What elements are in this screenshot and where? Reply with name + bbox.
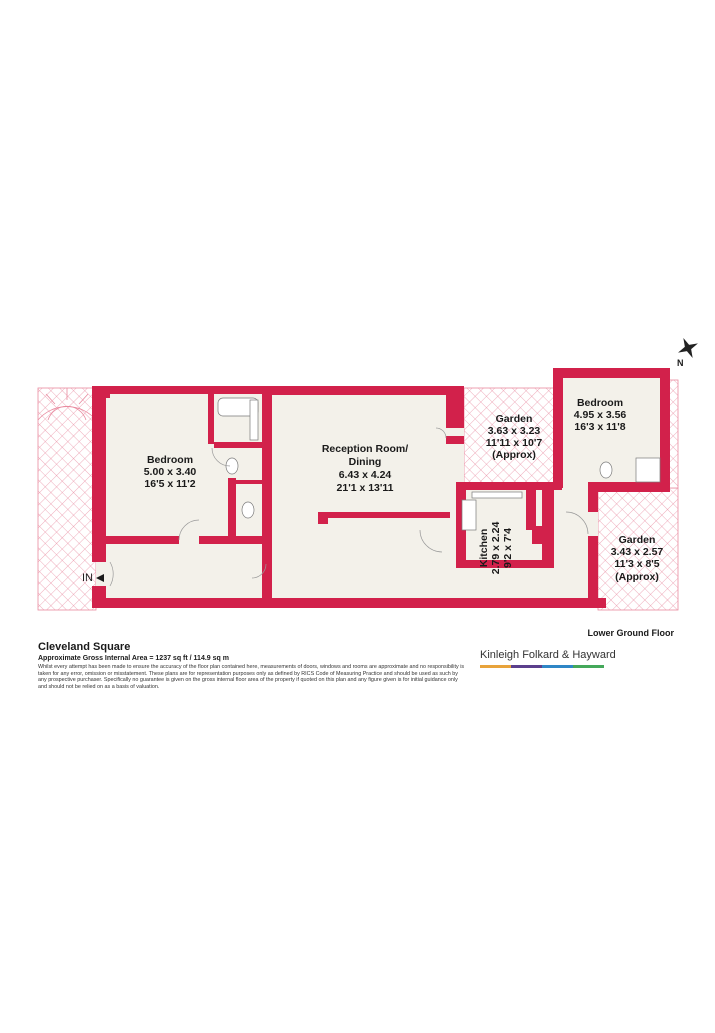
- svg-text:Bedroom: Bedroom: [577, 397, 623, 409]
- brand-bar-segment: [480, 665, 511, 668]
- room-kitchen: Kitchen 2.79 x 2.24 9'2 x 7'4: [478, 522, 514, 575]
- hob-icon: [461, 499, 477, 531]
- svg-text:Bedroom: Bedroom: [147, 454, 193, 466]
- svg-text:Garden: Garden: [619, 534, 656, 546]
- svg-text:9'2 x 7'4: 9'2 x 7'4: [502, 528, 514, 568]
- svg-text:Garden: Garden: [496, 413, 533, 425]
- property-title: Cleveland Square: [38, 641, 131, 653]
- brand-bar-segment: [573, 665, 604, 668]
- entrance-arrow-icon: [96, 574, 104, 582]
- svg-text:2.79 x 2.24: 2.79 x 2.24: [490, 522, 502, 575]
- fixtures: [217, 397, 661, 531]
- door-swings: [109, 427, 589, 587]
- svg-text:Dining: Dining: [349, 456, 382, 468]
- brand-color-bar: [480, 665, 604, 668]
- svg-text:16'3 x 11'8: 16'3 x 11'8: [574, 421, 625, 433]
- svg-text:5.00 x 3.40: 5.00 x 3.40: [144, 466, 197, 478]
- entrance-label: IN: [82, 572, 93, 584]
- gross-internal-area: Approximate Gross Internal Area = 1237 s…: [38, 655, 229, 662]
- spiral-stair: [37, 388, 97, 421]
- svg-text:21'1 x 13'11: 21'1 x 13'11: [337, 482, 394, 494]
- toilet-icon-2: [241, 501, 255, 519]
- svg-text:(Approx): (Approx): [492, 449, 536, 461]
- svg-text:Kitchen: Kitchen: [478, 529, 490, 568]
- room-garden-1: Garden 3.63 x 3.23 11'11 x 10'7 (Approx): [486, 413, 543, 461]
- svg-text:16'5 x 11'2: 16'5 x 11'2: [144, 478, 195, 490]
- svg-text:11'11 x 10'7: 11'11 x 10'7: [486, 437, 543, 449]
- room-bedroom-2: Bedroom 4.95 x 3.56 16'3 x 11'8: [574, 397, 627, 433]
- svg-text:3.43 x 2.57: 3.43 x 2.57: [611, 546, 664, 558]
- compass-north-label: N: [677, 358, 684, 368]
- disclaimer: Whilst every attempt has been made to en…: [38, 664, 465, 690]
- walls: [92, 368, 670, 608]
- room-bedroom-1: Bedroom 5.00 x 3.40 16'5 x 11'2: [144, 454, 197, 490]
- garden-front: [463, 387, 557, 489]
- brand-name: Kinleigh Folkard & Hayward: [480, 649, 616, 661]
- svg-text:Reception Room/: Reception Room/: [322, 443, 408, 455]
- brand-bar-segment: [542, 665, 573, 668]
- svg-text:11'3 x 8'5: 11'3 x 8'5: [614, 558, 659, 570]
- svg-text:3.63 x 3.23: 3.63 x 3.23: [488, 425, 541, 437]
- left-terrace: [37, 387, 97, 611]
- svg-text:(Approx): (Approx): [615, 571, 659, 583]
- brand-bar-segment: [511, 665, 542, 668]
- room-garden-2: Garden 3.43 x 2.57 11'3 x 8'5 (Approx): [611, 534, 664, 583]
- shower-icon: [635, 457, 661, 483]
- room-reception: Reception Room/ Dining 6.43 x 4.24 21'1 …: [322, 443, 408, 494]
- svg-text:6.43 x 4.24: 6.43 x 4.24: [339, 469, 392, 481]
- toilet-icon: [225, 457, 239, 475]
- compass-icon: [678, 338, 698, 358]
- floor-label: Lower Ground Floor: [587, 628, 675, 638]
- svg-text:4.95 x 3.56: 4.95 x 3.56: [574, 409, 627, 421]
- toilet-icon-3: [599, 461, 613, 479]
